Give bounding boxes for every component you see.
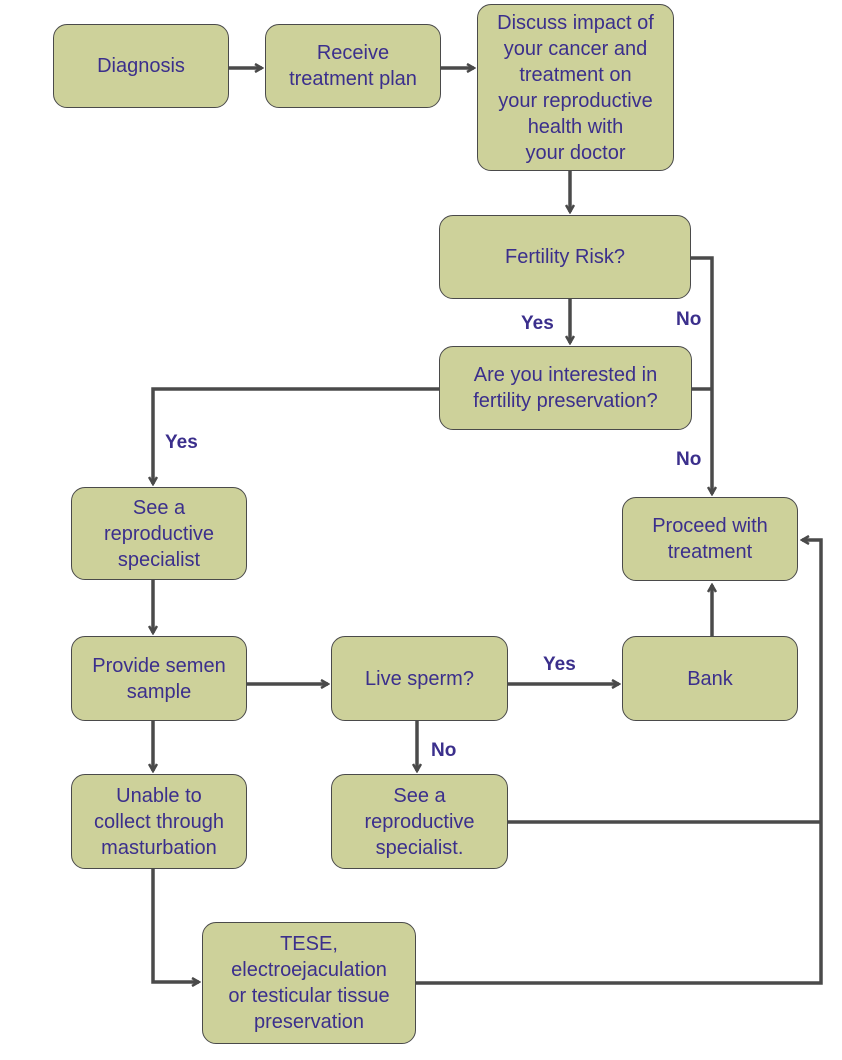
edge-unable-to-tese [151, 869, 199, 982]
node-fertility-risk: Fertility Risk? [439, 215, 691, 299]
node-bank: Bank [622, 636, 798, 721]
node-see-specialist-2: See a reproductive specialist. [331, 774, 508, 869]
label-risk-yes: Yes [521, 313, 554, 334]
node-interested-in-preservation: Are you interested in fertility preserva… [439, 346, 692, 430]
node-see-specialist: See a reproductive specialist [71, 487, 247, 580]
node-tese: TESE, electroejaculation or testicular t… [202, 922, 416, 1044]
node-proceed-with-treatment: Proceed with treatment [622, 497, 798, 581]
node-unable-to-collect: Unable to collect through masturbation [71, 774, 247, 869]
node-provide-semen-sample: Provide semen sample [71, 636, 247, 721]
label-interested-yes: Yes [165, 432, 198, 453]
edge-tese-to-proceed [416, 540, 823, 985]
node-discuss-impact: Discuss impact of your cancer and treatm… [477, 4, 674, 171]
label-risk-no: No [676, 309, 702, 330]
node-receive-treatment-plan: Receive treatment plan [265, 24, 441, 108]
label-sperm-yes: Yes [543, 654, 576, 675]
node-diagnosis: Diagnosis [53, 24, 229, 108]
edge-risk-no [691, 256, 712, 494]
label-sperm-no: No [431, 740, 457, 761]
node-live-sperm: Live sperm? [331, 636, 508, 721]
edge-interested-yes [153, 387, 440, 484]
label-interested-no: No [676, 449, 702, 470]
